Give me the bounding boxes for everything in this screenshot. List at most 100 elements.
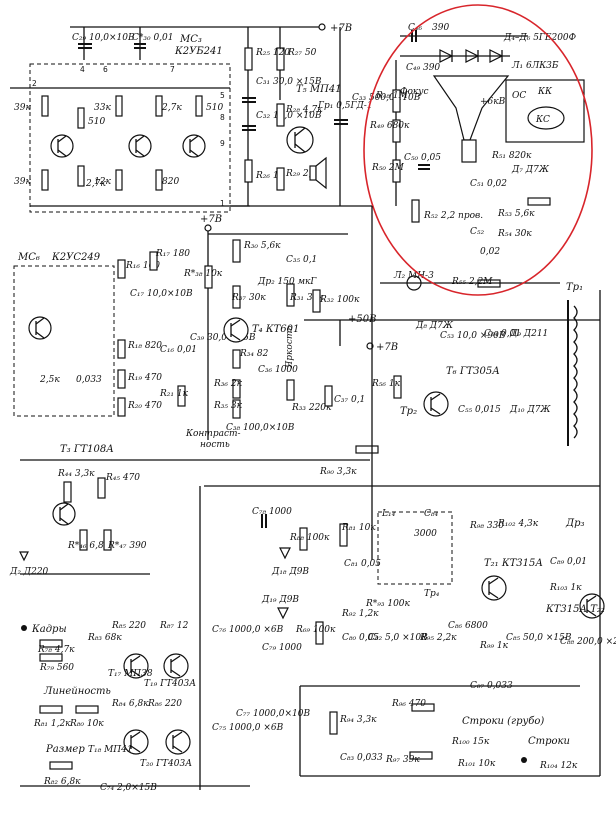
speaker-gr1	[309, 156, 327, 190]
label-dr2: Др₂ 150 мкГ	[257, 277, 317, 287]
label-contrast-2: ность	[200, 440, 230, 450]
supply-6kv: +6кВ	[480, 97, 506, 107]
label-r27: R₂₇ 50	[287, 48, 317, 58]
label-lines: Строки	[528, 736, 570, 747]
label-c39: C₃₉ 30,0 ×15В	[190, 333, 256, 343]
label-frames: Кадры	[31, 624, 67, 635]
label-diodes-hv: Д₄–Д₆ 5ГЕ200Ф	[503, 33, 577, 43]
label-c81: C₈₁ 0,05	[344, 559, 381, 569]
mc3-r-39k-b: 39к	[14, 177, 31, 187]
mc3-r-39k-a: 39к	[14, 103, 31, 113]
label-c75: C₇₅ 1000,0 ×6В	[212, 723, 284, 733]
svg-text:4: 4	[80, 65, 85, 74]
label-r52: R₅₂ 2,2 пров.	[423, 211, 483, 221]
label-r26: R₂₆ 1к	[255, 171, 285, 181]
label-c49: C₄₉ 390	[406, 63, 440, 73]
label-c31: C₃₁ 30,0 ×15В	[256, 77, 322, 87]
label-r101: R₁₀₁ 10к	[457, 759, 496, 769]
label-r16: R₁₆ 100	[125, 261, 160, 271]
label-size: Размер	[45, 744, 85, 755]
label-c89: C₈₉ 0,01	[550, 557, 587, 567]
label-r38: R*₃₈ 10к	[183, 269, 223, 279]
mc6-type: К2УС249	[51, 252, 101, 263]
label-r103: R₁₀₃ 1к	[549, 583, 582, 593]
label-c76: C₇₆ 1000,0 ×6В	[212, 625, 284, 635]
label-r47: R*₄₇ 390	[107, 541, 147, 551]
transistor-t6	[423, 391, 449, 417]
mc3-r-820: 820	[162, 177, 179, 187]
label-c35: C₃₅ 0,1	[286, 255, 317, 265]
label-t19: T₁₉ ГТ403А	[144, 679, 196, 689]
label-r25: R₂₅ 120	[255, 48, 290, 58]
label-tr4: Тр₄	[424, 589, 440, 599]
label-c46-value: 390	[432, 23, 449, 33]
label-d2: Д₂ Д220	[9, 567, 49, 577]
mc3-transistor-2	[128, 134, 152, 158]
label-r93: R*₉₃ 100к	[365, 599, 411, 609]
label-d8: Д₈ Д7Ж	[415, 321, 454, 331]
label-r99: R₉₉ 1к	[479, 641, 509, 651]
label-d19: Д₁₉ Д9В	[261, 595, 299, 605]
label-c51: C₅₁ 0,02	[470, 179, 507, 189]
label-contrast: Контраст-	[185, 429, 241, 439]
mc3-r-27k-a: 2,7к	[85, 179, 106, 189]
label-r56: R₅₆ 1к	[371, 379, 401, 389]
label-neon: Л₂ МН-3	[393, 271, 434, 281]
label-r96: R₉₆ 470	[391, 699, 426, 709]
label-r32: R₃₂ 100к	[319, 295, 360, 305]
crt-block: C₄₆ 390 Д₄–Д₆ 5ГЕ200Ф C₄₉ 390 +6кВ Фокус…	[369, 23, 585, 291]
label-c85: C₈₅ 50,0 ×15В	[506, 633, 572, 643]
label-c80: C₈₀ 0,05	[342, 633, 379, 643]
label-c32: C₃₂ 10,0 ×10В	[256, 111, 322, 121]
label-t4: T₄ КТ601	[252, 324, 299, 335]
label-r100: R₁₀₀ 15к	[451, 737, 490, 747]
label-r51: R₅₁ 820к	[491, 151, 532, 161]
label-r49: R₄₉ 680к	[369, 121, 410, 131]
label-r88: R₈₈ 100к	[289, 533, 330, 543]
mc6-transistor	[28, 316, 52, 340]
label-t5: T₅ МП41	[296, 84, 342, 95]
transistor-t20	[165, 729, 191, 755]
label-lines-coarse: Строки (грубо)	[462, 716, 544, 727]
bus-wires	[199, 206, 601, 790]
label-r84: R₈₄ 6,8к	[111, 699, 149, 709]
label-r90: R₉₀ 3,3к	[319, 467, 357, 477]
label-r53: R₅₃ 5,6к	[497, 209, 535, 219]
label-c84-value: 3000	[414, 529, 437, 539]
label-c16: C₁₆ 0,01	[160, 345, 197, 355]
transistor-t18	[123, 729, 149, 755]
transistor-t21	[481, 575, 507, 601]
sync-section: T₃ ГТ108А R₄₄ 3,3к R₄₅ 470 R*₄₆ 6,8к R*₄…	[9, 444, 379, 577]
svg-text:7: 7	[170, 65, 175, 74]
label-r20: R₂₀ 470	[127, 401, 162, 411]
label-r82: R₈₂ 6,8к	[43, 777, 81, 787]
transistor-t3	[52, 502, 76, 526]
label-r83: R₈₃ 68к	[87, 633, 122, 643]
label-r86: R₈₆ 220	[147, 699, 182, 709]
label-gr1: Гр₁ 0,5ГД-1	[317, 101, 373, 111]
label-r30: R₃₀ 5,6к	[243, 241, 281, 251]
label-c82: C₈₂ 5,0 ×10В	[368, 633, 428, 643]
label-c54: C₅₄ 0,01	[484, 329, 521, 339]
mc6-name: МС₆	[17, 252, 40, 263]
transistor-t4	[223, 317, 249, 343]
label-r50: R₅₀ 2М	[371, 163, 405, 173]
label-r79: R₇₉ 560	[39, 663, 74, 673]
scan-section: C₇₈ 1000 R₈₈ 100к Д₁₈ Д9В R₈₁ 10к C₈₁ 0,…	[204, 485, 616, 691]
label-r81: R₈₁ 10к	[341, 523, 376, 533]
label-d7: Д₇ Д7Ж	[511, 165, 550, 175]
svg-text:1: 1	[220, 199, 225, 208]
label-r95: R₉₅ 2,2к	[419, 633, 457, 643]
label-c30: C*₃₀ 0,01	[132, 33, 174, 43]
label-c53: C₅₃ 10,0 ×90В	[440, 331, 506, 341]
highlight-ellipse	[363, 4, 593, 296]
coil-ks: КС	[535, 115, 550, 125]
label-tr1: Тр₁	[566, 282, 583, 293]
label-t21: T₂₁ КТ315А	[484, 558, 543, 569]
label-r104: R₁₀₄ 12к	[539, 761, 578, 771]
supply-7v-t6: +7В	[376, 342, 398, 353]
label-r17: R₁₇ 180	[155, 249, 190, 259]
label-r21: R₂₁ 1к	[159, 389, 189, 399]
